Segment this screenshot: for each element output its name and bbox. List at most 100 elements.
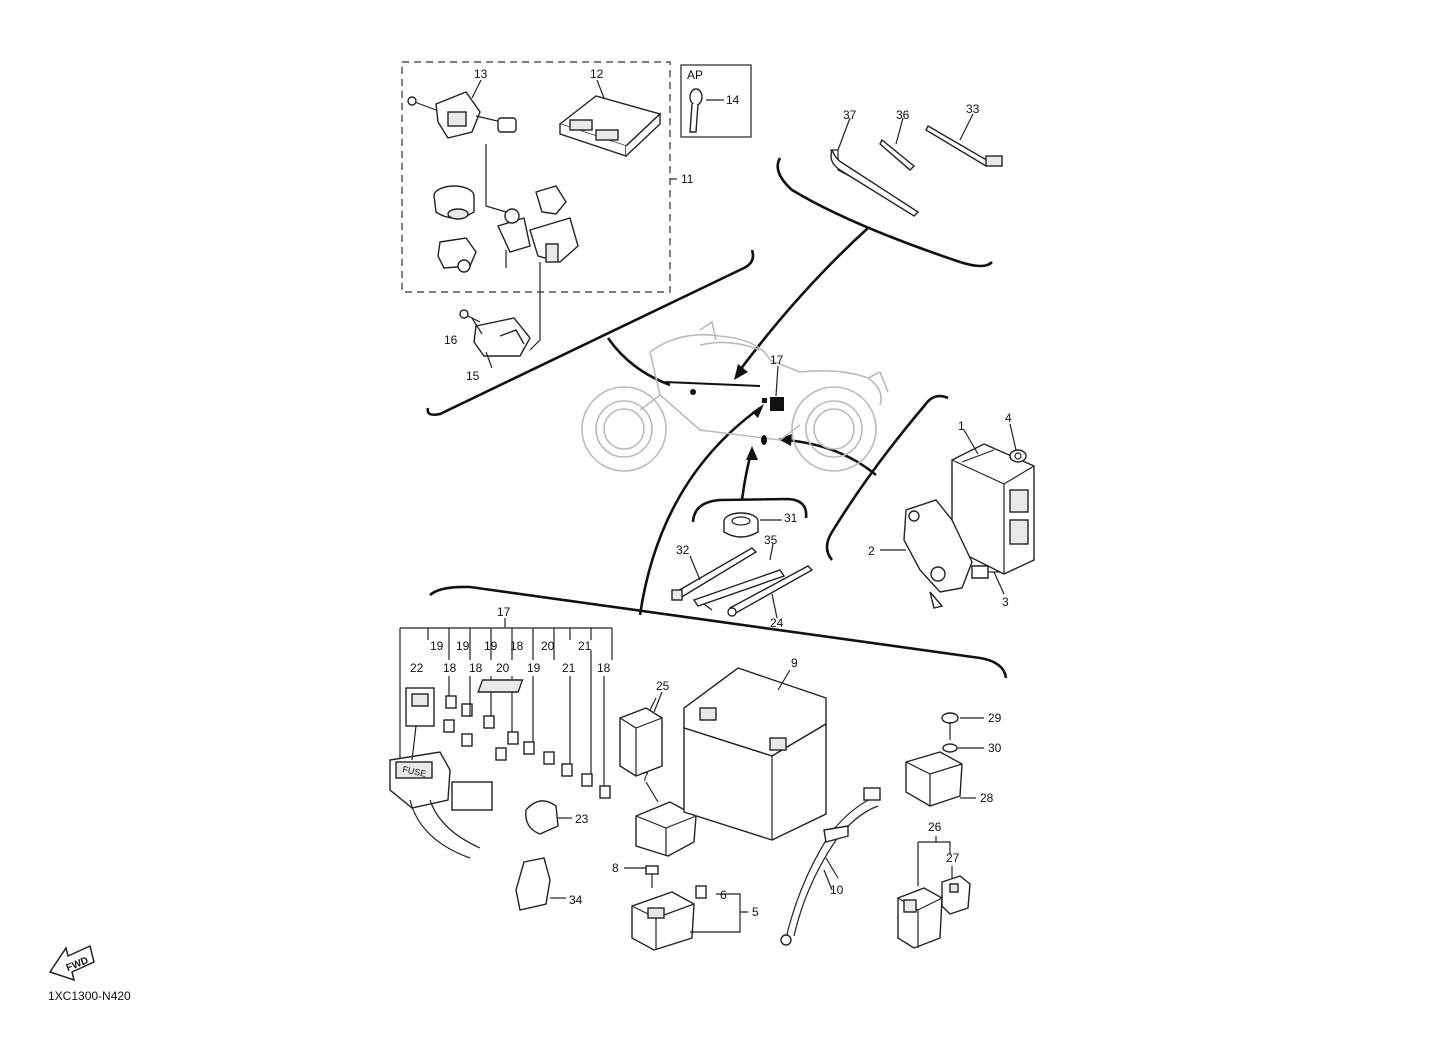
nut-4 xyxy=(1009,449,1027,463)
bracket-5-6 xyxy=(690,893,748,933)
callout-3: 3 xyxy=(1002,595,1009,609)
callout-11: 11 xyxy=(681,172,694,186)
battery-marker xyxy=(761,435,767,445)
callout-16: 16 xyxy=(444,333,458,347)
callout-25: 25 xyxy=(656,679,670,693)
cable-ties-middle xyxy=(671,547,814,617)
main-switch-parts xyxy=(433,144,579,273)
callout-15: 15 xyxy=(466,369,480,383)
callout-19-a: 19 xyxy=(430,639,444,653)
leader-to-bike-top xyxy=(738,227,869,371)
bracket-34 xyxy=(515,857,566,911)
fuse-box xyxy=(389,687,493,859)
callout-19-d: 19 xyxy=(527,661,541,675)
callout-23: 23 xyxy=(575,812,589,826)
callout-22: 22 xyxy=(410,661,424,675)
callout-33: 33 xyxy=(966,102,980,116)
fuse-holder-27 xyxy=(941,875,971,915)
fuses xyxy=(443,695,611,799)
relay-26 xyxy=(897,887,943,949)
grommet-31 xyxy=(723,512,759,538)
arrowhead-right xyxy=(778,434,792,446)
callout-32: 32 xyxy=(676,543,690,557)
callout-36: 36 xyxy=(896,108,910,122)
callout-18-d: 18 xyxy=(597,661,611,675)
callout-4: 4 xyxy=(1005,411,1012,425)
callout-24: 24 xyxy=(770,616,784,630)
motorcycle-outline xyxy=(581,320,889,472)
seat-lock-assembly xyxy=(407,91,517,139)
callout-7: 7 xyxy=(642,770,649,784)
callout-18-b: 18 xyxy=(443,661,457,675)
fuse-marker-small xyxy=(762,398,767,403)
callout-17-top: 17 xyxy=(770,353,784,367)
fwd-arrow-icon: FWD xyxy=(48,944,95,982)
callout-8: 8 xyxy=(612,861,619,875)
callout-12: 12 xyxy=(590,67,604,81)
callout-28: 28 xyxy=(980,791,994,805)
starter-relay-5 xyxy=(631,885,707,951)
leader-to-bike-bottom xyxy=(638,406,761,616)
callout-31: 31 xyxy=(784,511,798,525)
callout-37: 37 xyxy=(843,108,857,122)
ecu-unit xyxy=(558,95,662,157)
callout-34: 34 xyxy=(569,893,583,907)
harness-line xyxy=(664,381,761,387)
lock-bracket xyxy=(459,262,541,357)
callout-2: 2 xyxy=(868,544,875,558)
group-curve-top-right xyxy=(776,157,993,268)
fuse-box-marker xyxy=(770,397,784,411)
group-curve-right xyxy=(825,394,949,561)
callout-17-bottom: 17 xyxy=(497,605,511,619)
cover-7 xyxy=(635,801,697,857)
ap-box xyxy=(680,64,752,138)
mount-bracket-2 xyxy=(903,499,973,609)
drawing-code: 1XC1300-N420 xyxy=(48,989,131,1003)
cable-10 xyxy=(780,787,881,946)
arrowhead-top xyxy=(734,364,748,380)
key-blank xyxy=(689,88,703,133)
cable-ties-top xyxy=(830,125,1003,217)
callout-30: 30 xyxy=(988,741,1002,755)
callout-19-c: 19 xyxy=(484,639,498,653)
group-curve-middle xyxy=(691,497,808,523)
callout-leaders xyxy=(471,79,1017,879)
callout-21-a: 21 xyxy=(578,639,592,653)
callout-19-b: 19 xyxy=(456,639,470,653)
battery-9 xyxy=(477,667,827,841)
callout-18-a: 18 xyxy=(510,639,524,653)
bracket-26-27 xyxy=(917,841,951,886)
fuse-label: FUSE xyxy=(402,764,428,779)
arrowhead-bottom xyxy=(752,404,764,418)
group-curve-bottom xyxy=(429,585,1008,679)
callout-20-b: 20 xyxy=(496,661,510,675)
relay-28 xyxy=(905,751,976,807)
callout-35: 35 xyxy=(764,533,778,547)
harness-dot xyxy=(690,389,696,395)
ap-label: AP xyxy=(687,68,703,82)
callout-29: 29 xyxy=(988,711,1002,725)
callout-10: 10 xyxy=(830,883,844,897)
callout-1: 1 xyxy=(958,419,965,433)
bolt-8 xyxy=(624,865,659,888)
leader-to-bike-left xyxy=(606,337,671,387)
callout-6: 6 xyxy=(720,888,727,902)
relay-25 xyxy=(619,697,663,777)
callout-21-b: 21 xyxy=(562,661,576,675)
callout-27: 27 xyxy=(946,851,960,865)
callout-labels: 13 12 11 16 15 AP 14 37 36 33 17 1 4 2 3… xyxy=(402,67,1012,919)
callout-9: 9 xyxy=(791,656,798,670)
callout-13: 13 xyxy=(474,67,488,81)
arrowhead-middle xyxy=(746,446,758,460)
kit-boundary-11 xyxy=(401,61,671,293)
leader-to-bike-right xyxy=(785,438,877,476)
callout-5: 5 xyxy=(752,905,759,919)
group-curve-top-left xyxy=(426,249,755,417)
washer-30 xyxy=(942,743,984,753)
bolt-29 xyxy=(941,712,984,740)
callout-18-c: 18 xyxy=(469,661,483,675)
callout-14: 14 xyxy=(726,93,740,107)
callout-20-a: 20 xyxy=(541,639,555,653)
callout-26: 26 xyxy=(928,820,942,834)
